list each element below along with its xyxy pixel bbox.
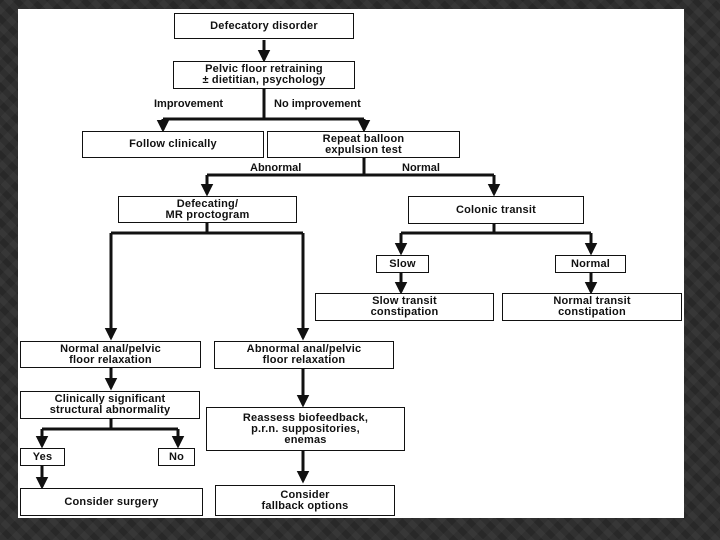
node-mr-proctogram: Defecating/ MR proctogram bbox=[118, 196, 297, 223]
node-normal: Normal bbox=[555, 255, 626, 273]
label-normal: Normal bbox=[402, 162, 440, 174]
connector-lines bbox=[35, 40, 598, 490]
node-yes: Yes bbox=[20, 448, 65, 466]
node-colonic-transit: Colonic transit bbox=[408, 196, 584, 224]
node-normal-transit-constipation: Normal transit constipation bbox=[502, 293, 682, 321]
flowchart-slide: Defecatory disorder Pelvic floor retrain… bbox=[18, 9, 684, 518]
node-defecatory-disorder: Defecatory disorder bbox=[174, 13, 354, 39]
node-structural-abnormality: Clinically significant structural abnorm… bbox=[20, 391, 200, 419]
label-no-improvement: No improvement bbox=[274, 98, 361, 110]
node-reassess-biofeedback: Reassess biofeedback, p.r.n. suppositori… bbox=[206, 407, 405, 451]
node-abnormal-relaxation: Abnormal anal/pelvic floor relaxation bbox=[214, 341, 394, 369]
label-abnormal: Abnormal bbox=[250, 162, 302, 174]
node-follow-clinically: Follow clinically bbox=[82, 131, 264, 158]
node-slow-transit-constipation: Slow transit constipation bbox=[315, 293, 494, 321]
node-consider-surgery: Consider surgery bbox=[20, 488, 203, 516]
node-pelvic-floor-retraining: Pelvic floor retraining ± dietitian, psy… bbox=[173, 61, 355, 89]
node-normal-relaxation: Normal anal/pelvic floor relaxation bbox=[20, 341, 201, 368]
label-improvement: Improvement bbox=[154, 98, 224, 110]
node-repeat-balloon-expulsion: Repeat balloon expulsion test bbox=[267, 131, 460, 158]
node-fallback-options: Consider fallback options bbox=[215, 485, 395, 516]
node-slow: Slow bbox=[376, 255, 429, 273]
node-no: No bbox=[158, 448, 195, 466]
